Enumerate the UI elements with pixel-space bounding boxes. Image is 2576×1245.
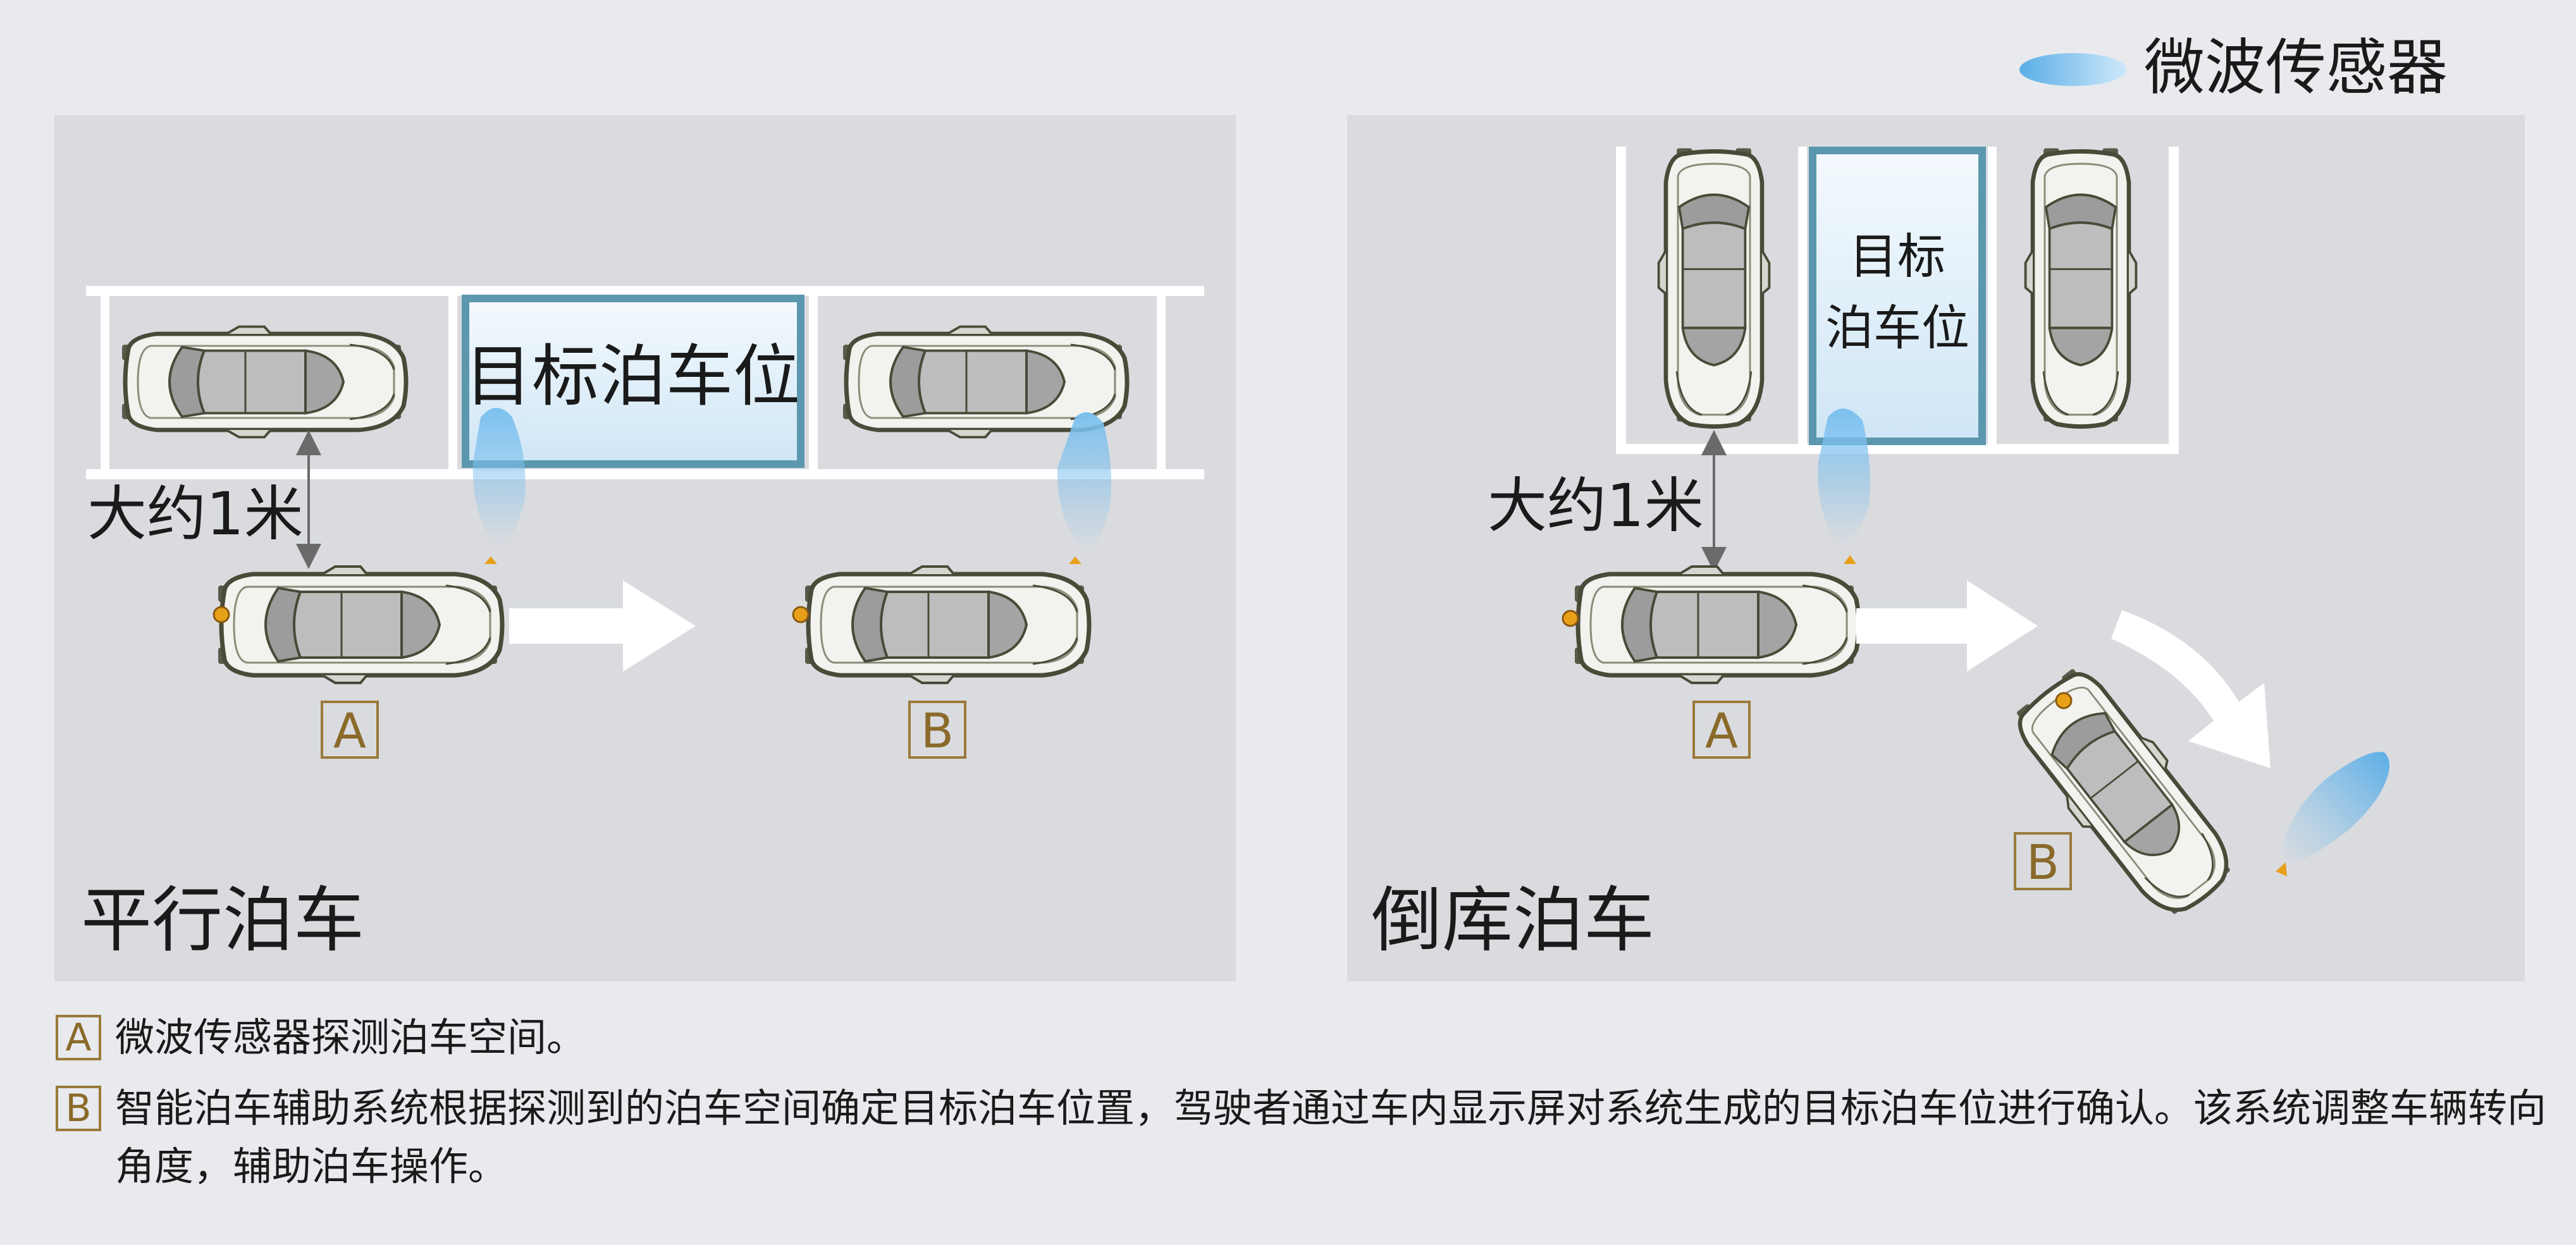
panel-title: 平行泊车 [81, 880, 364, 962]
badge-b-label: B [2026, 834, 2059, 890]
sensor-marker [484, 556, 497, 564]
note-badge: B [56, 1086, 101, 1131]
badge-a [1692, 701, 1751, 759]
sensor-marker [2276, 862, 2287, 876]
target-parking-space [1809, 147, 1986, 445]
note-text: 微波传感器探测泊车空间。 [115, 1014, 586, 1060]
reverse-parking-panel: 目标 泊车位 大约1米 A B 倒库泊车 [1347, 115, 2525, 981]
parked-car [1659, 149, 1770, 427]
sensor-wave-icon [2019, 53, 2127, 86]
badge-a-label: A [333, 702, 366, 759]
turn-arrow [2111, 610, 2271, 768]
parallel-parking-panel: 目标泊车位 大约1米 A B 平行泊车 [54, 115, 1236, 981]
sensor-dot [1562, 610, 1579, 627]
sensor-beam [472, 408, 526, 545]
distance-label: 大约1米 [1488, 472, 1704, 541]
sensor-marker [1069, 556, 1082, 564]
sensor-marker [1844, 555, 1856, 564]
sensor-beam [1818, 408, 1871, 544]
note-text: 智能泊车辅助系统根据探测到的泊车空间确定目标泊车位置，驾驶者通过车内显示屏对系统… [115, 1085, 2547, 1189]
note-badge: A [56, 1015, 101, 1060]
moving-car-a [218, 567, 502, 683]
badge-a-label: A [1705, 702, 1738, 759]
note-b: B 智能泊车辅助系统根据探测到的泊车空间确定目标泊车位置，驾驶者通过车内显示屏对… [56, 1085, 2560, 1196]
parked-car [2026, 149, 2136, 427]
badge-b [908, 701, 966, 759]
sensor-dot [2055, 692, 2073, 709]
direction-arrow [509, 580, 696, 672]
panel-title: 倒库泊车 [1371, 880, 1655, 962]
badge-b [2014, 832, 2072, 890]
moving-car-a [1575, 567, 1859, 683]
distance-label: 大约1米 [87, 480, 304, 549]
parked-car [122, 327, 406, 438]
target-space-label: 目标泊车位 [465, 338, 800, 415]
badge-a [321, 701, 379, 759]
target-parking-space [462, 295, 804, 468]
sensor-beam [2282, 752, 2389, 861]
target-space-label-line2: 泊车位 [1825, 300, 1969, 356]
notes: A 微波传感器探测泊车空间。 B 智能泊车辅助系统根据探测到的泊车空间确定目标泊… [56, 1014, 2560, 1215]
sensor-dot [213, 606, 230, 623]
legend-label: 微波传感器 [2144, 32, 2448, 103]
sensor-dot [792, 606, 810, 623]
badge-b-label: B [921, 702, 954, 759]
moving-car-b [805, 567, 1089, 683]
target-space-label-line1: 目标 [1849, 228, 1945, 285]
direction-arrow [1856, 580, 2038, 672]
note-a: A 微波传感器探测泊车空间。 [56, 1014, 2560, 1067]
sensor-beam [1057, 412, 1112, 549]
